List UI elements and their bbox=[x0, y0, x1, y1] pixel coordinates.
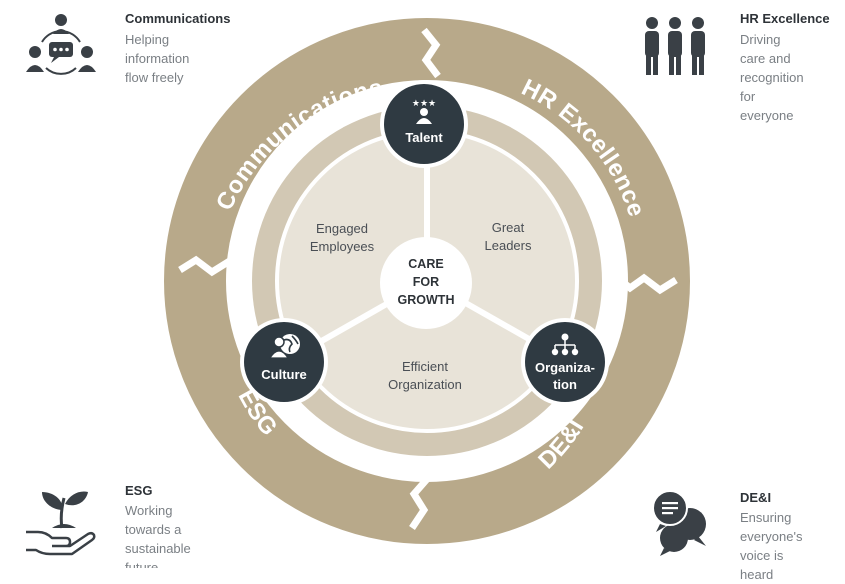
sector-engaged-line1: Engaged bbox=[316, 221, 368, 236]
people-chat-icon bbox=[26, 14, 96, 75]
org-chart-icon bbox=[551, 333, 579, 356]
person-globe-icon bbox=[268, 334, 300, 359]
separator-top bbox=[421, 27, 441, 79]
esg-title: ESG bbox=[125, 483, 153, 498]
esg-description: Working towards a sustainable future bbox=[125, 503, 191, 568]
sector-efficient-line2: Organization bbox=[388, 377, 462, 392]
node-talent: ★★★ Talent bbox=[380, 80, 468, 168]
people-group-icon bbox=[645, 17, 705, 75]
sector-leaders-line2: Leaders bbox=[485, 238, 532, 253]
node-organization-label-line2: tion bbox=[553, 377, 577, 392]
hr-excellence-title: HR Excellence bbox=[740, 11, 830, 26]
center-line1: CARE bbox=[408, 257, 443, 271]
node-organization-label-line1: Organiza- bbox=[535, 360, 595, 375]
hr-excellence-description: Driving care and recognition for everyon… bbox=[740, 32, 804, 123]
separator-right bbox=[611, 272, 678, 295]
communications-description: Helping information flow freely bbox=[125, 32, 190, 85]
center-line3: GROWTH bbox=[398, 293, 455, 307]
center-line2: FOR bbox=[413, 275, 439, 289]
speech-bubbles-icon bbox=[652, 490, 706, 556]
separator-left bbox=[178, 255, 246, 277]
hand-plant-icon bbox=[26, 491, 96, 556]
node-organization: Organiza- tion bbox=[521, 318, 609, 406]
separator-bottom bbox=[409, 475, 431, 530]
node-culture-label: Culture bbox=[261, 367, 307, 382]
center-circle bbox=[380, 237, 472, 329]
communications-title: Communications bbox=[125, 11, 231, 26]
sector-efficient-line1: Efficient bbox=[402, 359, 448, 374]
star-person-icon: ★★★ bbox=[412, 99, 436, 124]
sector-engaged-line2: Employees bbox=[310, 239, 375, 254]
sector-leaders-line1: Great bbox=[492, 220, 525, 235]
care-for-growth-diagram: CARE FOR GROWTH Engaged Employees Great … bbox=[164, 18, 690, 544]
node-culture: Culture bbox=[240, 318, 328, 406]
node-talent-label: Talent bbox=[405, 130, 443, 145]
outer-ring bbox=[164, 18, 690, 544]
dei-title: DE&I bbox=[740, 490, 772, 505]
svg-text:★★★: ★★★ bbox=[412, 99, 436, 109]
